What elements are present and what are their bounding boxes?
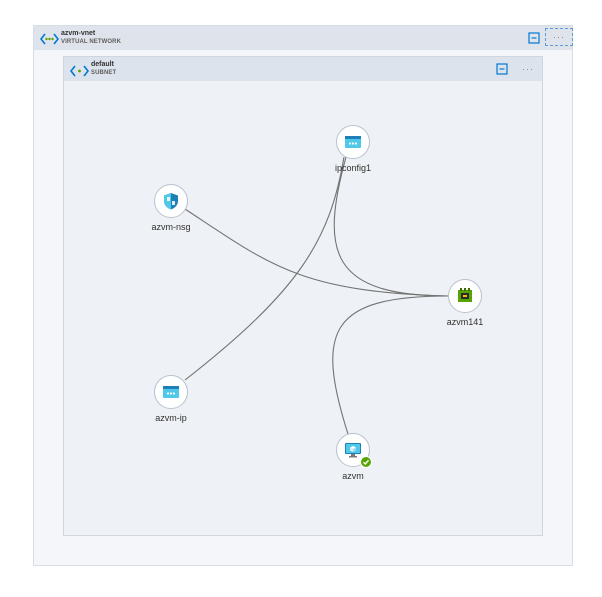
node-azvm-nsg[interactable]: azvm-nsg xyxy=(151,184,191,232)
subnet-header: default SUBNET ··· xyxy=(64,57,542,81)
ip-address-icon xyxy=(345,136,361,148)
more-options-button[interactable]: ··· xyxy=(545,28,573,46)
ip-address-icon xyxy=(163,386,179,398)
subnet-title: default xyxy=(91,61,114,68)
node-circle xyxy=(336,125,370,159)
virtual-network-header: azvm-vnet VIRTUAL NETWORK ··· xyxy=(34,26,573,50)
node-label: ipconfig1 xyxy=(334,163,372,173)
monitor-icon xyxy=(345,443,361,458)
status-badge xyxy=(360,456,372,468)
subnet-type-label: SUBNET xyxy=(91,70,117,76)
minimize-button[interactable] xyxy=(496,63,508,75)
node-label: azvm-ip xyxy=(155,413,187,423)
node-azvm-ip[interactable]: azvm-ip xyxy=(154,375,188,423)
node-label: azvm141 xyxy=(446,317,484,327)
node-azvm141[interactable]: azvm141 xyxy=(447,279,483,327)
virtual-network-type-label: VIRTUAL NETWORK xyxy=(61,39,122,45)
node-ipconfig1[interactable]: ipconfig1 xyxy=(335,125,371,173)
checkmark-icon xyxy=(363,459,370,466)
subnet-icon xyxy=(70,65,89,77)
node-azvm[interactable]: azvm xyxy=(336,433,372,481)
virtual-network-container[interactable]: azvm-vnet VIRTUAL NETWORK ··· default SU… xyxy=(33,25,573,566)
network-interface-icon xyxy=(458,288,472,302)
minimize-button[interactable] xyxy=(528,32,540,44)
node-label: azvm xyxy=(342,471,364,481)
more-options-button[interactable]: ··· xyxy=(522,64,534,74)
virtual-network-icon xyxy=(40,33,59,45)
shield-icon xyxy=(164,193,178,210)
node-label: azvm-nsg xyxy=(151,222,191,232)
virtual-network-title: azvm-vnet xyxy=(61,30,96,37)
